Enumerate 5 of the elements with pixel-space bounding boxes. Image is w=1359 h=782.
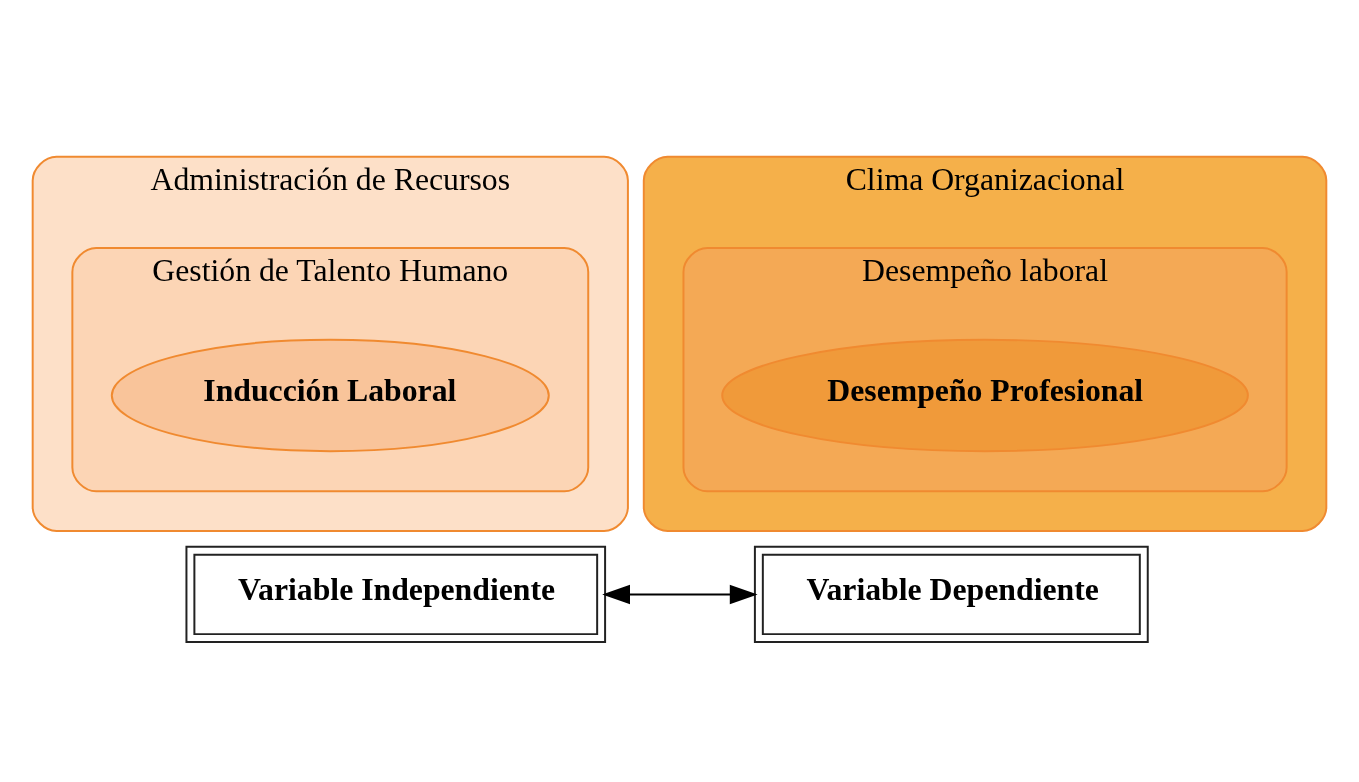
node-box: Variable Independiente bbox=[185, 545, 607, 643]
arrow bbox=[602, 584, 758, 604]
node-ellipse: Inducción Laboral bbox=[110, 338, 550, 452]
node-box: Variable Dependiente bbox=[753, 545, 1149, 643]
node-ellipse: Desempeño Profesional bbox=[721, 338, 1249, 452]
